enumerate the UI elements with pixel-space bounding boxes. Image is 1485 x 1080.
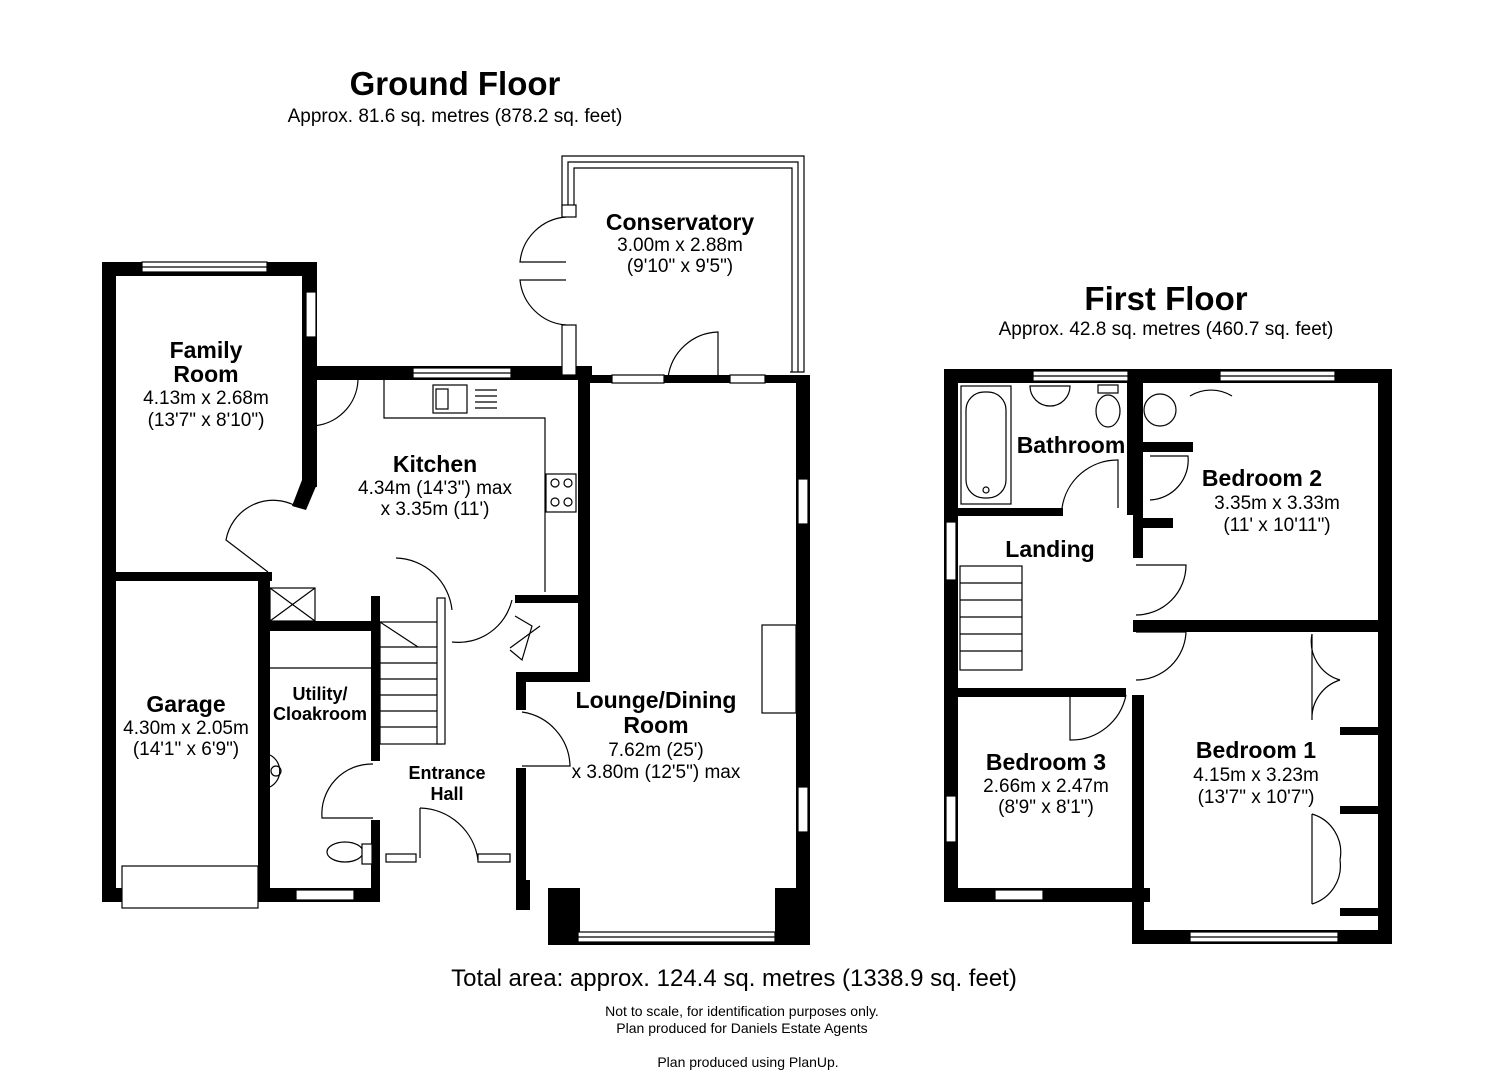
garage-label: Garage 4.30m x 2.05m (14'1" x 6'9") [123,691,249,760]
room-name: Bathroom [1017,432,1126,458]
room-name: Bedroom 2 [1202,465,1322,491]
room-dimensions: 4.34m (14'3") max [358,478,512,499]
room-name: Landing [1005,536,1094,562]
landing-label: Landing [1005,536,1094,562]
room-name: Conservatory [606,209,754,235]
room-dimensions: 7.62m (25') [608,740,704,761]
room-name: Utility/ [292,684,347,704]
room-dimensions-imperial: (8'9" x 8'1") [998,797,1094,818]
conservatory-label: Conservatory 3.00m x 2.88m (9'10" x 9'5"… [606,209,754,277]
room-name: Kitchen [393,451,477,477]
room-dimensions: 4.15m x 3.23m [1193,765,1319,786]
first-floor-fixtures [959,384,1342,905]
room-name-line2: Room [173,361,238,387]
ground-floor-title: Ground Floor [350,65,561,102]
room-name: Garage [146,691,225,717]
room-dimensions: 4.30m x 2.05m [123,718,249,739]
room-name-line2: Room [623,712,688,738]
agent-note: Plan produced for Daniels Estate Agents [616,1020,867,1036]
room-dimensions-imperial: (13'7" x 10'7") [1198,787,1315,808]
room-name: Family [170,337,243,363]
room-dimensions: 2.66m x 2.47m [983,776,1109,797]
ground-floor-fixtures [225,378,797,865]
room-name: Bedroom 3 [986,749,1106,775]
kitchen-label: Kitchen 4.34m (14'3") max x 3.35m (11') [358,451,512,520]
software-note: Plan produced using PlanUp. [657,1054,838,1070]
room-dimensions-imperial: (14'1" x 6'9") [133,739,239,760]
room-dimensions-line2: x 3.80m (12'5") max [572,762,741,783]
total-area: Total area: approx. 124.4 sq. metres (13… [451,965,1017,992]
lounge-label: Lounge/Dining Room 7.62m (25') x 3.80m (… [572,687,741,783]
room-dimensions-line2: x 3.35m (11') [381,499,490,520]
room-dimensions-imperial: (9'10" x 9'5") [627,256,733,277]
room-dimensions: 3.35m x 3.33m [1214,493,1340,514]
first-floor-area: Approx. 42.8 sq. metres (460.7 sq. feet) [999,319,1334,340]
bedroom2-label: Bedroom 2 3.35m x 3.33m (11' x 10'11") [1202,465,1340,536]
bathroom-label: Bathroom [1017,432,1126,458]
bedroom1-label: Bedroom 1 4.15m x 3.23m (13'7" x 10'7") [1193,737,1319,808]
first-floor-title: First Floor [1084,280,1247,317]
first-floor-windows [945,370,1339,943]
room-name: Entrance [408,763,485,783]
utility-label: Utility/ Cloakroom [273,684,367,724]
room-name: Lounge/Dining [576,687,737,713]
family-room-label: Family Room 4.13m x 2.68m (13'7" x 8'10"… [143,337,269,431]
ground-floor-windows [121,261,809,943]
ground-floor-area: Approx. 81.6 sq. metres (878.2 sq. feet) [288,106,623,127]
room-name-line2: Cloakroom [273,704,367,724]
room-dimensions: 3.00m x 2.88m [617,235,743,256]
room-dimensions-imperial: (13'7" x 8'10") [148,410,265,431]
disclaimer-note: Not to scale, for identification purpose… [605,1003,879,1019]
room-dimensions: 4.13m x 2.68m [143,388,269,409]
conservatory-structure [519,155,805,379]
room-dimensions-imperial: (11' x 10'11") [1223,515,1330,536]
room-name: Bedroom 1 [1196,737,1316,763]
bedroom3-label: Bedroom 3 2.66m x 2.47m (8'9" x 8'1") [983,749,1109,818]
entrance-hall-label: Entrance Hall [408,763,485,804]
room-name-line2: Hall [430,784,463,804]
